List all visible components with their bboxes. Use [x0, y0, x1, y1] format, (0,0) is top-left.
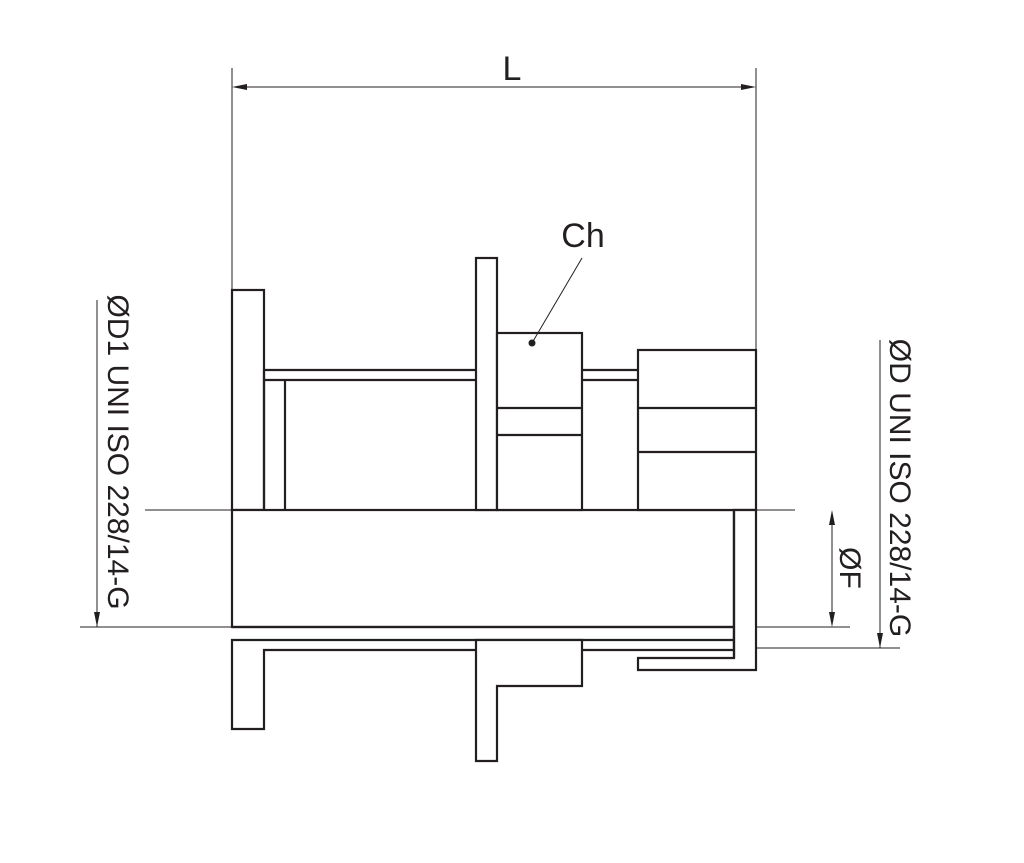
- right-fitting: [636, 348, 758, 672]
- dimension-d: ØD UNI ISO 228/14-G: [877, 339, 916, 648]
- left-flange-upper: [230, 288, 266, 512]
- dimension-f: ØF: [829, 510, 866, 627]
- tube-lower-wall: [232, 625, 736, 640]
- arrow-right-icon: [741, 84, 756, 90]
- hex-nut: Ch: [495, 217, 605, 512]
- dimension-length: L: [231, 50, 757, 350]
- middle-flange-lower: [474, 638, 584, 763]
- d-thread-label: ØD UNI ISO 228/14-G: [883, 339, 916, 637]
- d1-arrow-icon: [94, 612, 100, 627]
- connector-tube: [582, 368, 638, 382]
- tube-upper-wall: [262, 368, 476, 510]
- d-arrow-icon: [877, 633, 883, 648]
- dimension-d1: ØD1 UNI ISO 228/14-G: [94, 294, 134, 627]
- d1-thread-label: ØD1 UNI ISO 228/14-G: [101, 294, 134, 609]
- f-arrow-top-icon: [829, 510, 835, 525]
- right-fitting-upper: [636, 348, 758, 512]
- bore-body: [230, 508, 736, 629]
- wrench-label: Ch: [561, 217, 604, 255]
- middle-flange-upper: [474, 256, 499, 512]
- connector-walls: [582, 368, 638, 382]
- hex-nut-body: [495, 331, 584, 512]
- wrench-leader-line: [531, 257, 583, 344]
- bore-label: ØF: [833, 547, 866, 589]
- length-label: L: [503, 50, 522, 88]
- arrow-left-icon: [232, 84, 247, 90]
- f-arrow-bottom-icon: [829, 612, 835, 627]
